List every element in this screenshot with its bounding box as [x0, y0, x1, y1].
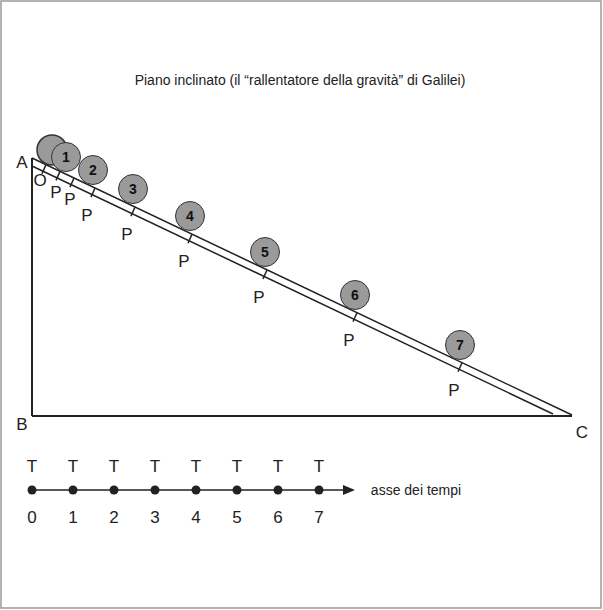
time-number: 5: [232, 509, 241, 526]
time-letter: T: [273, 458, 283, 475]
time-axis-arrow: [343, 485, 355, 495]
time-number: 7: [314, 509, 323, 526]
origin-letter: O: [33, 172, 46, 189]
position-letter: P: [50, 184, 61, 201]
time-number: 1: [68, 509, 77, 526]
time-number: 2: [109, 509, 118, 526]
time-number: 3: [150, 509, 159, 526]
ball: 7: [445, 330, 475, 360]
point-letter: C: [576, 424, 588, 441]
time-letter: T: [109, 458, 119, 475]
ball-number: 7: [456, 337, 464, 353]
incline-bottom: [32, 166, 553, 414]
ball: 1: [51, 142, 81, 172]
time-number: 0: [27, 509, 36, 526]
ball-number: 3: [129, 181, 137, 197]
position-letter: P: [253, 288, 264, 305]
position-letter: P: [343, 331, 354, 348]
ball: 5: [250, 237, 280, 267]
position-letter: P: [81, 207, 92, 224]
time-letter: T: [191, 458, 201, 475]
time-letter: T: [27, 458, 37, 475]
ball-number: 2: [89, 162, 97, 178]
title: Piano inclinato (il “rallentatore della …: [135, 72, 466, 88]
incline-top: [32, 158, 572, 415]
time-letter: T: [314, 458, 324, 475]
time-dots: [28, 486, 324, 495]
ball-number: 5: [261, 244, 269, 260]
position-letter: P: [178, 253, 189, 270]
time-letter: T: [68, 458, 78, 475]
point-letter: A: [16, 154, 27, 171]
time-axis: [32, 489, 345, 491]
time-letter: T: [150, 458, 160, 475]
point-letter: B: [16, 416, 27, 433]
time-letter: T: [232, 458, 242, 475]
time-number: 4: [191, 509, 200, 526]
position-letter: P: [121, 226, 132, 243]
ball-number: 4: [186, 208, 194, 224]
ball-number: 6: [351, 287, 359, 303]
axis-label: asse dei tempi: [371, 483, 461, 497]
ball: 4: [175, 201, 205, 231]
time-number: 6: [273, 509, 282, 526]
triangle-base: [32, 415, 572, 417]
ball: 6: [340, 280, 370, 310]
position-ticks: [42, 165, 462, 372]
triangle-side: [31, 158, 33, 416]
ball-number: 1: [62, 149, 70, 165]
position-letter: P: [64, 191, 75, 208]
position-letter: P: [448, 381, 459, 398]
ball: 2: [78, 155, 108, 185]
ball: 3: [118, 174, 148, 204]
